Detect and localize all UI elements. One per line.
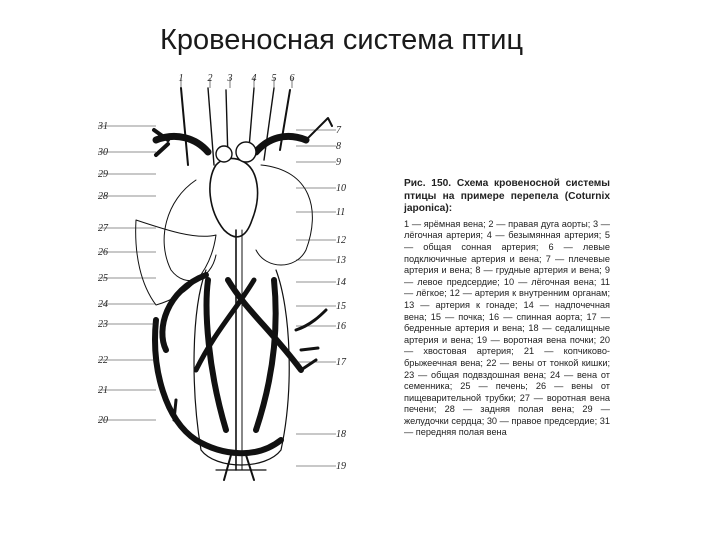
label-right-15: 15 xyxy=(336,301,346,312)
kidney-outline xyxy=(193,269,290,466)
label-right-18: 18 xyxy=(336,429,346,440)
heart-outline xyxy=(209,157,259,238)
label-left-22: 22 xyxy=(98,355,108,366)
label-right-14: 14 xyxy=(336,277,346,288)
label-right-7: 7 xyxy=(336,125,342,136)
label-right-13: 13 xyxy=(336,255,346,266)
caption-heading: Рис. 150. Схема кровеносной системы птиц… xyxy=(404,178,610,215)
label-top-3: 3 xyxy=(227,73,233,84)
label-left-30: 30 xyxy=(97,147,108,158)
label-top-1: 1 xyxy=(179,73,184,84)
figure-caption: Рис. 150. Схема кровеносной системы птиц… xyxy=(404,178,610,439)
label-left-23: 23 xyxy=(98,319,108,330)
left-lung-outline xyxy=(163,179,217,282)
label-right-9: 9 xyxy=(336,157,341,168)
label-left-20: 20 xyxy=(98,415,108,426)
label-left-25: 25 xyxy=(98,273,108,284)
caption-body: 1 — ярёмная вена; 2 — правая дуга аорты;… xyxy=(404,218,610,438)
right-lung-outline xyxy=(255,164,313,266)
label-left-24: 24 xyxy=(98,299,108,310)
label-right-12: 12 xyxy=(336,235,346,246)
diagram-artwork xyxy=(135,87,333,481)
label-left-21: 21 xyxy=(98,385,108,396)
label-top-5: 5 xyxy=(272,73,277,84)
label-right-10: 10 xyxy=(336,183,346,194)
label-top-6: 6 xyxy=(290,73,295,84)
label-right-16: 16 xyxy=(336,321,346,332)
slide-title: Кровеносная система птиц xyxy=(160,24,524,56)
label-left-31: 31 xyxy=(97,121,108,132)
label-left-29: 29 xyxy=(98,169,108,180)
label-top-4: 4 xyxy=(252,73,257,84)
label-right-17: 17 xyxy=(336,357,347,368)
label-right-19: 19 xyxy=(336,461,346,472)
label-right-11: 11 xyxy=(336,207,345,218)
label-left-28: 28 xyxy=(98,191,108,202)
label-left-27: 27 xyxy=(98,223,109,234)
label-top-2: 2 xyxy=(208,73,213,84)
label-left-26: 26 xyxy=(98,247,108,258)
label-right-8: 8 xyxy=(336,141,341,152)
jugular-vein xyxy=(180,87,189,166)
